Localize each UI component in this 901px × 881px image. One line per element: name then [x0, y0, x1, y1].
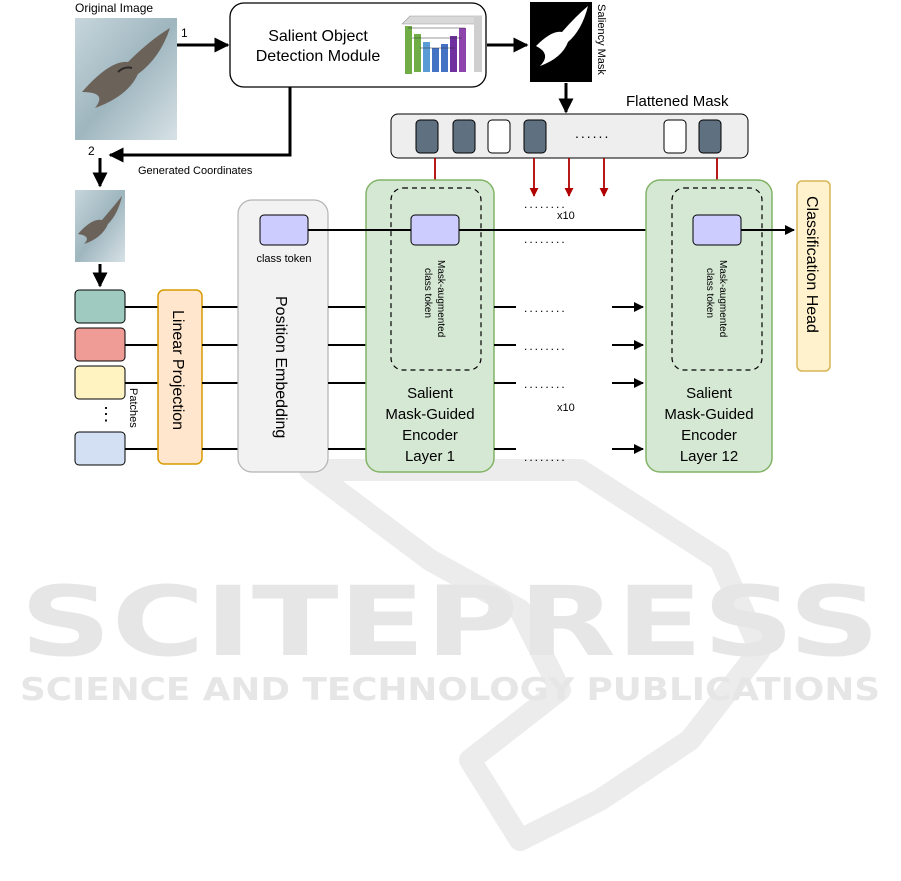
dots-row: ........	[524, 377, 567, 391]
mask-aug-label-line1: Mask-augmented	[435, 260, 446, 337]
patch	[74, 289, 126, 324]
salient-object-detection-module: Salient Object Detection Module	[229, 2, 487, 88]
generated-coordinates-arrow	[108, 87, 292, 163]
mask-cell	[698, 119, 722, 154]
network-icon	[401, 15, 483, 74]
dots-row: ........	[524, 301, 567, 315]
dots-row: ........	[524, 197, 567, 211]
dots-row: ........	[524, 339, 567, 353]
encoder1-title-line2: Mask-Guided	[385, 406, 474, 423]
mask-cell	[663, 119, 687, 154]
class-token-label: class token	[256, 253, 311, 265]
original-image	[75, 18, 177, 140]
watermark-title: SCITEPRESS	[20, 566, 880, 678]
class-token	[259, 214, 309, 246]
watermark: SCITEPRESS SCIENCE AND TECHNOLOGY PUBLIC…	[20, 459, 880, 851]
patches: ⋮ Patches	[74, 289, 139, 466]
encoder-layer-12: Salient Mask-Guided Encoder Layer 12 Mas…	[645, 179, 773, 473]
generated-coordinates-label: Generated Coordinates	[138, 165, 253, 177]
original-image-label: Original Image	[75, 1, 153, 15]
encoder1-title-line4: Layer 1	[405, 448, 455, 465]
dots-row: ........	[524, 450, 567, 464]
mask-cell	[523, 119, 547, 154]
classification-head-label: Classification Head	[803, 196, 820, 333]
mask-cell	[487, 119, 511, 154]
position-embedding: class token Position Embedding	[237, 199, 329, 473]
mask-cell	[452, 119, 476, 154]
saliency-mask: Saliency Mask	[530, 2, 607, 82]
watermark-logo-shape	[299, 459, 771, 851]
encoder12-title-line4: Layer 12	[680, 448, 738, 465]
position-embedding-label: Position Embedding	[272, 296, 289, 438]
sod-module-title-line1: Salient Object	[268, 28, 368, 45]
repeat-bottom-label: x10	[557, 402, 575, 414]
cropped-image	[75, 190, 125, 262]
flattened-mask-title: Flattened Mask	[626, 93, 729, 110]
watermark-subtitle: SCIENCE AND TECHNOLOGY PUBLICATIONS	[20, 672, 880, 708]
flattened-mask-ellipsis: ......	[575, 125, 610, 141]
mask-augmented-region	[671, 187, 763, 371]
encoder12-title-line3: Encoder	[681, 427, 737, 444]
saliency-mask-label: Saliency Mask	[595, 4, 607, 75]
encoder1-title-line1: Salient	[407, 385, 454, 402]
mask-augmented-region	[390, 187, 482, 371]
mask-aug-label-line1: Mask-augmented	[717, 260, 728, 337]
patch-vertical-dots: ⋮	[97, 404, 115, 424]
encoder-layer-1: Salient Mask-Guided Encoder Layer 1 Mask…	[365, 179, 495, 473]
mask-augmented-class-token-1	[410, 214, 460, 246]
patch	[74, 365, 126, 400]
linear-projection: Linear Projection	[157, 289, 203, 465]
encoder1-title-line3: Encoder	[402, 427, 458, 444]
mask-cell	[415, 119, 439, 154]
dots-row: ........	[524, 232, 567, 246]
flattened-mask: ......	[390, 113, 749, 159]
sod-module-title-line2: Detection Module	[256, 48, 381, 65]
linear-projection-label: Linear Projection	[169, 310, 186, 430]
repeat-top-label: x10	[557, 210, 575, 222]
step-2-label: 2	[88, 144, 95, 158]
mask-augmented-class-token-12	[692, 214, 742, 246]
encoder12-title-line2: Mask-Guided	[664, 406, 753, 423]
patch	[74, 431, 126, 466]
mask-aug-label-line2: class token	[422, 268, 433, 318]
classification-head: Classification Head	[796, 180, 831, 372]
encoder12-title-line1: Salient	[686, 385, 733, 402]
step-1-label: 1	[181, 26, 188, 40]
patch	[74, 327, 126, 362]
mask-aug-label-line2: class token	[704, 268, 715, 318]
patches-label: Patches	[127, 388, 139, 428]
